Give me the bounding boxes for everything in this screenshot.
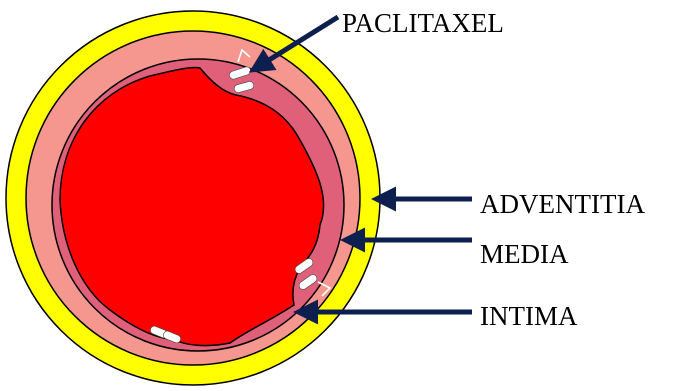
intima-label: INTIMA xyxy=(480,303,577,330)
media-label: MEDIA xyxy=(480,241,569,268)
adventitia-label: ADVENTITIA xyxy=(480,191,645,218)
paclitaxel-label: PACLITAXEL xyxy=(342,10,504,37)
